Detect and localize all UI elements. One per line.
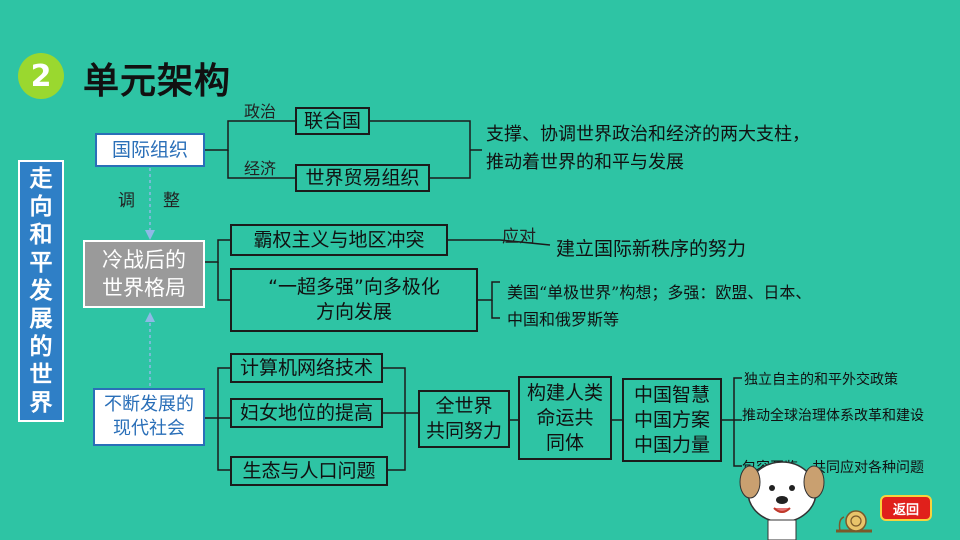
node-modern-society: 不断发展的 现代社会	[93, 388, 205, 446]
side-title-char: 发	[29, 278, 53, 304]
node-line: 世界格局	[102, 276, 186, 300]
side-title-char: 展	[29, 306, 53, 332]
node-computer-network: 计算机网络技术	[230, 353, 383, 383]
label-politics: 政治	[244, 102, 277, 121]
node-line: 冷战后的	[102, 248, 186, 272]
note-line: 中国和俄罗斯等	[507, 310, 620, 329]
node-line: 中国力量	[633, 433, 710, 456]
node-line: 共同努力	[425, 420, 502, 442]
label-adjust-2: 整	[163, 191, 180, 211]
note-line: 支撑、协调世界政治和经济的两大支柱，	[486, 124, 810, 145]
node-hegemony: 霸权主义与地区冲突	[230, 224, 448, 256]
section-number-badge: 2	[18, 53, 64, 99]
side-title-char: 走	[29, 166, 53, 192]
node-china: 中国智慧 中国方案 中国力量	[622, 378, 722, 462]
label-respond: 应对	[502, 227, 536, 247]
side-title-char: 界	[29, 390, 53, 416]
node-line: 中国方案	[633, 408, 710, 431]
node-community: 构建人类 命运共 同体	[518, 376, 612, 460]
node-line: 命运共	[536, 406, 594, 429]
dog-mascot-icon	[739, 461, 825, 540]
node-line: 全世界	[435, 395, 493, 417]
note-policy-2: 推动全球治理体系改革和建设	[742, 408, 924, 424]
side-title-char: 的	[29, 334, 53, 360]
note-multipolar: 美国“单极世界”构想；多强：欧盟、日本、 中国和俄罗斯等	[507, 279, 811, 333]
note-intl-org-role: 支撑、协调世界政治和经济的两大支柱， 推动着世界的和平与发展	[486, 121, 810, 177]
node-cold-war: 冷战后的 世界格局	[83, 240, 205, 308]
side-title-char: 平	[29, 250, 53, 276]
page-title: 单元架构	[83, 61, 232, 102]
node-un: 联合国	[295, 107, 370, 135]
node-line: 同体	[545, 431, 584, 454]
note-line: 美国“单极世界”构想；多强：欧盟、日本、	[507, 283, 812, 302]
side-title-char: 向	[29, 194, 53, 220]
label-economy: 经济	[244, 159, 277, 178]
node-intl-org: 国际组织	[95, 133, 205, 167]
node-line: 中国智慧	[633, 383, 710, 406]
back-button[interactable]: 返回	[880, 495, 932, 521]
node-women-status: 妇女地位的提高	[230, 398, 383, 428]
node-line: 构建人类	[526, 381, 603, 404]
node-ecology-population: 生态与人口问题	[230, 456, 388, 486]
node-line: 方向发展	[315, 301, 392, 323]
note-new-order: 建立国际新秩序的努力	[556, 238, 747, 260]
side-title-char: 和	[29, 222, 53, 248]
node-world-effort: 全世界 共同努力	[418, 390, 510, 448]
note-policy-1: 独立自主的和平外交政策	[744, 372, 898, 388]
node-line: “一超多强”向多极化	[268, 276, 440, 298]
side-title: 走 向 和 平 发 展 的 世 界	[18, 160, 64, 422]
label-adjust-1: 调	[118, 191, 135, 211]
side-title-char: 世	[29, 362, 53, 388]
node-multipolar: “一超多强”向多极化 方向发展	[230, 268, 478, 332]
node-line: 不断发展的	[104, 394, 194, 415]
node-line: 现代社会	[113, 418, 185, 439]
note-line: 推动着世界的和平与发展	[486, 152, 684, 173]
snail-icon	[836, 510, 872, 533]
node-wto: 世界贸易组织	[295, 164, 430, 192]
